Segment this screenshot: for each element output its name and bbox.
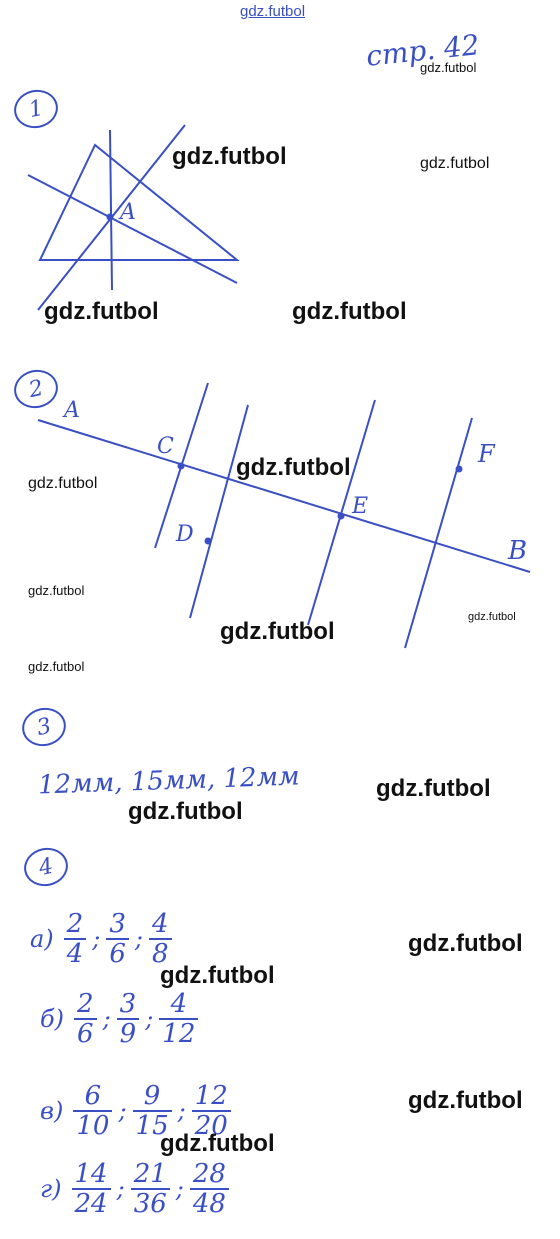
label-b: B	[508, 536, 528, 566]
label-d: D	[176, 522, 194, 547]
line-ab	[37, 419, 531, 573]
label-c: C	[157, 434, 174, 459]
watermark: gdz.futbol	[28, 659, 85, 674]
watermark: gdz.futbol	[408, 1087, 523, 1114]
watermark: gdz.futbol	[420, 155, 490, 172]
watermark: gdz.futbol	[220, 618, 335, 645]
watermark: gdz.futbol	[28, 475, 98, 492]
altitude-line	[109, 129, 113, 291]
watermark: gdz.futbol	[44, 298, 159, 325]
label-e: E	[352, 494, 369, 519]
watermark: gdz.futbol	[240, 3, 306, 20]
point-c	[177, 462, 185, 470]
watermark: gdz.futbol	[420, 60, 477, 75]
watermark: gdz.futbol	[408, 930, 523, 957]
watermark: gdz.futbol	[468, 611, 516, 623]
parallel-line-3	[307, 399, 376, 626]
row-label: а)	[30, 925, 54, 953]
label-a-task1: A	[120, 200, 136, 225]
row-label: г)	[40, 1175, 62, 1203]
watermark: gdz.futbol	[292, 298, 407, 325]
point-d	[204, 537, 212, 545]
triangle	[38, 143, 240, 261]
watermark: gdz.futbol	[160, 962, 275, 989]
label-f: F	[478, 440, 495, 468]
watermark: gdz.futbol	[236, 454, 351, 481]
point-a	[106, 213, 114, 221]
bisector-line	[27, 174, 238, 284]
point-f	[455, 465, 463, 473]
parallel-line-4	[404, 417, 473, 649]
watermark: gdz.futbol	[28, 583, 85, 598]
watermark: gdz.futbol	[172, 143, 287, 170]
point-e	[337, 512, 345, 520]
parallel-line-2	[189, 404, 249, 619]
watermark: gdz.futbol	[128, 798, 243, 825]
row-label: в)	[40, 1097, 64, 1125]
label-a: A	[64, 398, 80, 423]
row-label: б)	[40, 1005, 65, 1033]
watermark: gdz.futbol	[160, 1130, 275, 1157]
watermark: gdz.futbol	[376, 775, 491, 802]
